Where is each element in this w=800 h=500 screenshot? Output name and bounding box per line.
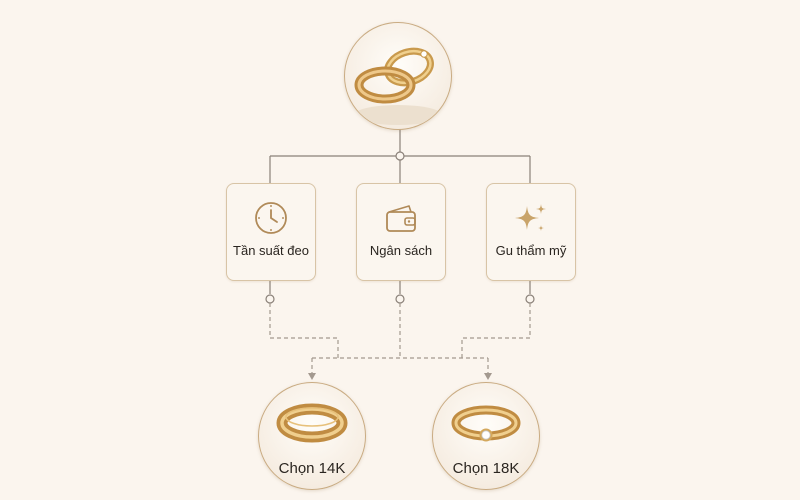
factor-card-wear-frequency: Tần suất đeo: [226, 183, 316, 281]
factor-label: Gu thẩm mỹ: [495, 243, 567, 258]
result-node-18k: Chọn 18K: [432, 382, 540, 490]
result-label: Chọn 18K: [452, 460, 520, 477]
factor-card-budget: Ngân sách: [356, 183, 446, 281]
wedding-rings-node: [344, 22, 452, 130]
wallet-icon: [386, 205, 416, 232]
result-label: Chọn 14K: [278, 460, 346, 477]
factor-label: Tần suất đeo: [233, 243, 309, 258]
factor-label: Ngân sách: [369, 243, 433, 258]
diamond-gold-ring-icon: [451, 405, 521, 442]
factor-card-aesthetic-taste: Gu thẩm mỹ: [486, 183, 576, 281]
sparkles-icon: [515, 204, 546, 231]
result-node-14k: Chọn 14K: [258, 382, 366, 490]
clock-icon: [255, 202, 287, 234]
gold-rings-pair-icon: [354, 47, 442, 125]
plain-gold-ring-icon: [276, 403, 348, 443]
